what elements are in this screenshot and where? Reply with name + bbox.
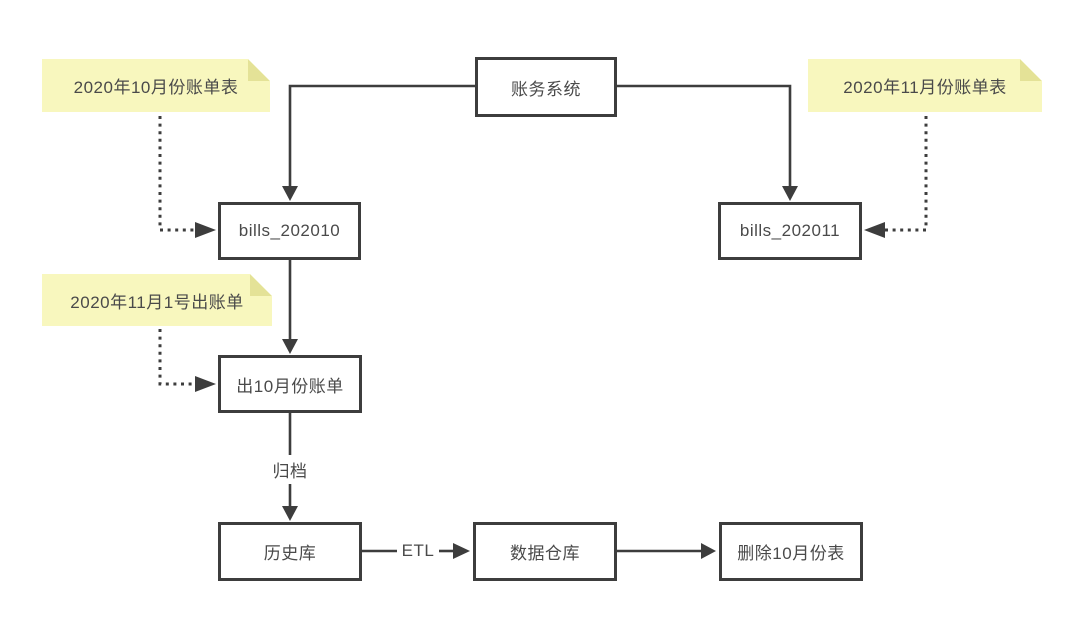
note-nov-bill-table: 2020年11月份账单表 <box>808 59 1042 112</box>
arrowhead-nov1note-to-issue <box>195 376 216 392</box>
node-bills-202010: bills_202010 <box>218 202 361 260</box>
arrowhead-novnote-to-bills202011 <box>864 222 885 238</box>
arrowhead-warehouse-to-delete <box>701 543 716 559</box>
note-issue-on-nov1: 2020年11月1号出账单 <box>42 274 272 326</box>
dotted-arrow-nov1note-to-issue <box>158 329 195 386</box>
note-issue-on-nov1-label: 2020年11月1号出账单 <box>70 292 244 312</box>
note-oct-bill-table-label: 2020年10月份账单表 <box>73 78 239 97</box>
node-data-warehouse: 数据仓库 <box>473 522 617 581</box>
node-delete-oct-table: 删除10月份表 <box>719 522 863 581</box>
note-oct-bill-table: 2020年10月份账单表 <box>42 59 270 112</box>
node-bills-202011: bills_202011 <box>718 202 862 260</box>
arrowhead-octnote-to-bills202010 <box>195 222 216 238</box>
arrowhead-issue-to-history <box>282 506 298 521</box>
note-nov-bill-table-label: 2020年11月份账单表 <box>843 78 1007 97</box>
node-data-warehouse-label: 数据仓库 <box>510 544 580 563</box>
arrowhead-bills202010-to-issue <box>282 339 298 354</box>
arrow-billing-to-bills202010 <box>288 84 475 187</box>
node-billing-system: 账务系统 <box>475 57 617 117</box>
dotted-arrow-octnote-to-bills202010 <box>158 116 195 232</box>
node-history-db-label: 历史库 <box>263 544 317 563</box>
edge-label-etl: ETL <box>397 538 439 564</box>
dotted-arrow-novnote-to-bills202011 <box>885 116 928 232</box>
arrowhead-history-to-warehouse <box>453 543 470 559</box>
arrowhead-billing-to-bills202010 <box>282 186 298 201</box>
node-billing-system-label: 账务系统 <box>511 79 581 99</box>
arrowhead-billing-to-bills202011 <box>782 186 798 201</box>
edge-label-archive: 归档 <box>262 455 318 483</box>
node-issue-oct-bill-label: 出10月份账单 <box>236 376 344 396</box>
arrow-billing-to-bills202011 <box>617 84 792 187</box>
node-bills-202010-label: bills_202010 <box>238 221 341 240</box>
node-delete-oct-table-label: 删除10月份表 <box>737 544 845 563</box>
node-history-db: 历史库 <box>218 522 362 581</box>
node-bills-202011-label: bills_202011 <box>739 221 841 240</box>
node-issue-oct-bill: 出10月份账单 <box>218 355 362 413</box>
